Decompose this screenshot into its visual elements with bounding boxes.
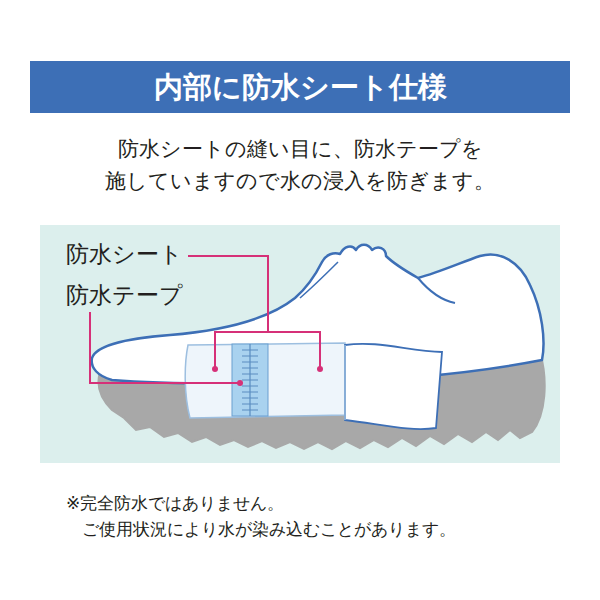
- waterproof-tape: [232, 344, 268, 416]
- lace-line: [300, 262, 338, 298]
- part-label: 防水テープ: [66, 281, 183, 311]
- stitches: [242, 350, 258, 410]
- waterproof-sheet: [185, 343, 345, 418]
- cutaway-flap: [345, 344, 442, 429]
- description-line: 防水シートの縫い目に、防水テープを: [118, 136, 483, 163]
- leader-dot: [237, 380, 243, 386]
- collar-line: [418, 278, 455, 303]
- title-band: [30, 61, 570, 113]
- panel: [40, 225, 560, 463]
- leader-dot: [212, 366, 218, 372]
- title: 内部に防水シート仕様: [154, 69, 447, 105]
- leader-lines: [90, 256, 320, 383]
- description-line: 施していますので水の浸入を防ぎます。: [105, 168, 495, 195]
- note-line: ご使用状況により水が染み込むことがあります。: [82, 518, 456, 540]
- flap-edge: [344, 345, 346, 420]
- leader-dot: [317, 366, 323, 372]
- part-label: 防水シート: [66, 240, 183, 270]
- note-line: ※完全防水ではありません。: [66, 492, 284, 514]
